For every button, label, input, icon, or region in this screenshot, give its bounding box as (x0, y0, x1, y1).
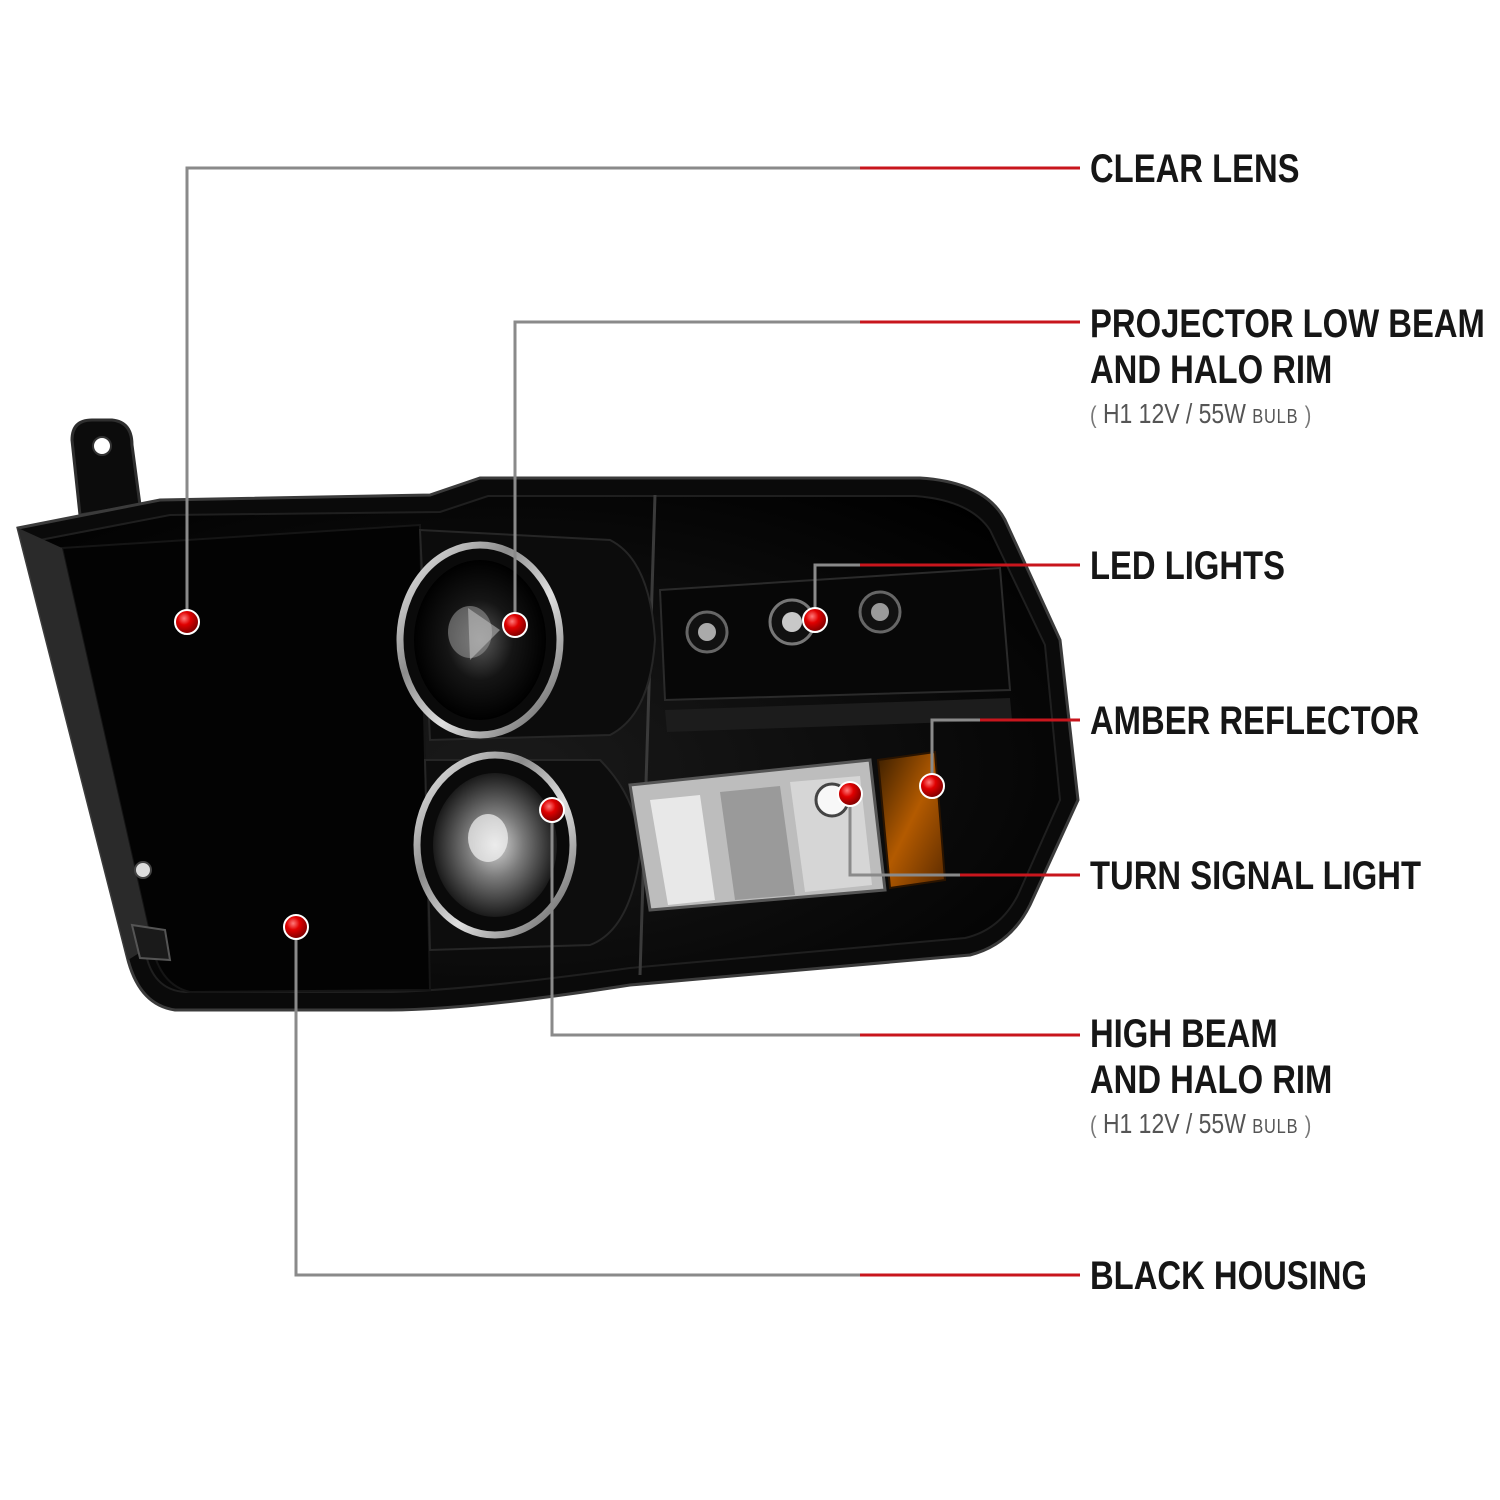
label-led-lights-text: LED LIGHTS (1090, 544, 1285, 588)
label-projector-line-1: PROJECTOR LOW BEAM (1090, 302, 1485, 346)
high-beam-pod (413, 751, 642, 952)
marker-black-housing (283, 914, 309, 940)
label-projector-low-beam: PROJECTOR LOW BEAM AND HALO RIM (1090, 301, 1485, 393)
spec-high-beam-value: H1 12V / 55W (1102, 1108, 1246, 1139)
spec-high-beam-unit: BULB (1252, 1116, 1299, 1138)
marker-turn-signal (837, 781, 863, 807)
spec-projector-value: H1 12V / 55W (1102, 398, 1246, 429)
marker-amber-reflector (919, 773, 945, 799)
spec-high-beam: ( H1 12V / 55W BULB ) (1090, 1108, 1311, 1143)
spec-open-paren: ( (1090, 1112, 1097, 1139)
spec-projector-unit: BULB (1252, 406, 1299, 428)
spec-close-paren: ) (1304, 402, 1312, 429)
label-clear-lens-text: CLEAR LENS (1090, 147, 1300, 191)
marker-high-beam (539, 797, 565, 823)
label-high-beam: HIGH BEAM AND HALO RIM (1090, 1011, 1332, 1103)
marker-led-lights (802, 607, 828, 633)
label-high-beam-line-1: HIGH BEAM (1090, 1012, 1278, 1056)
label-led-lights: LED LIGHTS (1090, 543, 1285, 589)
label-projector-line-2: AND HALO RIM (1090, 348, 1333, 392)
projector-pod (396, 528, 657, 742)
label-high-beam-line-2: AND HALO RIM (1090, 1058, 1333, 1102)
marker-dots (174, 607, 945, 940)
leader-lines (185, 166, 1080, 1277)
label-black-housing: BLACK HOUSING (1090, 1253, 1367, 1299)
label-clear-lens: CLEAR LENS (1090, 146, 1300, 192)
mounting-tab (70, 418, 142, 517)
spec-close-paren: ) (1304, 1112, 1312, 1139)
amber-reflector-shape (876, 750, 947, 890)
label-black-housing-text: BLACK HOUSING (1090, 1254, 1367, 1298)
marker-clear-lens (174, 609, 200, 635)
spec-projector-low-beam: ( H1 12V / 55W BULB ) (1090, 398, 1311, 433)
label-amber-reflector: AMBER REFLECTOR (1090, 698, 1419, 744)
spec-open-paren: ( (1090, 402, 1097, 429)
label-turn-signal-text: TURN SIGNAL LIGHT (1090, 854, 1422, 898)
led-strip (658, 566, 1012, 732)
marker-projector-low-beam (502, 612, 528, 638)
label-amber-reflector-text: AMBER REFLECTOR (1090, 699, 1420, 743)
label-turn-signal-light: TURN SIGNAL LIGHT (1090, 853, 1421, 899)
